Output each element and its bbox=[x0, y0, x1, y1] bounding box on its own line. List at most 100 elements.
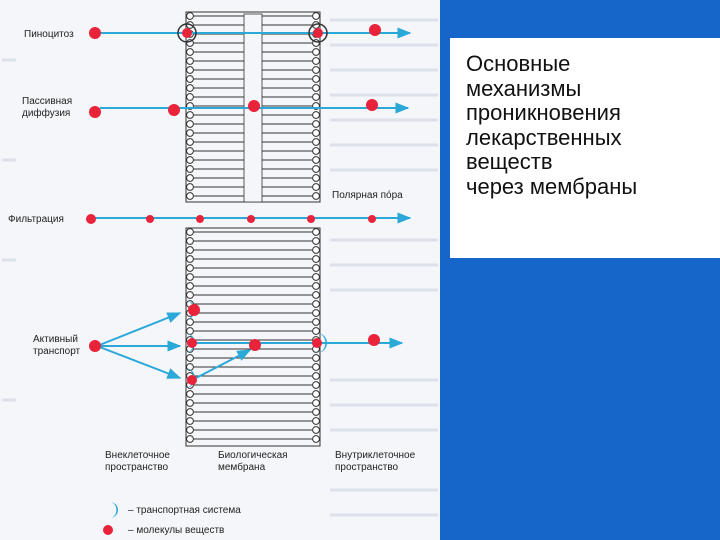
lipid-head bbox=[186, 417, 194, 425]
lipid-head bbox=[312, 363, 320, 371]
lipid-head bbox=[312, 192, 320, 200]
lipid-head bbox=[312, 138, 320, 146]
lipid-head bbox=[312, 291, 320, 299]
label-filtration: Фильтрация bbox=[8, 214, 64, 225]
lipid-head bbox=[312, 93, 320, 101]
membrane-diagram: Пиноцитоз Пассивная диффузия Фильтрация … bbox=[0, 0, 440, 540]
lipid-head bbox=[186, 192, 194, 200]
lipid-head bbox=[312, 390, 320, 398]
lipid-head bbox=[312, 300, 320, 308]
lipid-head bbox=[312, 129, 320, 137]
label-passive-diffusion-2: диффузия bbox=[22, 107, 70, 119]
legend-carrier-icon bbox=[110, 502, 118, 518]
label-extracellular-2: пространство bbox=[105, 462, 169, 473]
legend-molecule-icon bbox=[103, 525, 113, 535]
lipid-head bbox=[312, 417, 320, 425]
lipid-head bbox=[312, 264, 320, 272]
lipid-head bbox=[312, 354, 320, 362]
lipid-head bbox=[312, 408, 320, 416]
lipid-head bbox=[186, 147, 194, 155]
lipid-head bbox=[186, 48, 194, 56]
lipid-head bbox=[312, 399, 320, 407]
lipid-head bbox=[186, 237, 194, 245]
lipid-head bbox=[186, 435, 194, 443]
background-text-lines bbox=[2, 18, 438, 517]
label-intracellular-1: Внутриклеточное bbox=[335, 450, 416, 461]
lipid-head bbox=[186, 408, 194, 416]
lipid-head bbox=[186, 174, 194, 182]
label-active-transport-1: Активный bbox=[33, 334, 78, 345]
lipid-head bbox=[312, 381, 320, 389]
lipid-head bbox=[312, 318, 320, 326]
active-arrow-3 bbox=[96, 345, 182, 379]
membrane-outline-bottom bbox=[185, 227, 321, 447]
label-membrane-1: Биологическая bbox=[218, 450, 288, 461]
biological-membrane bbox=[185, 11, 321, 447]
lipid-head bbox=[186, 426, 194, 434]
lipid-head bbox=[186, 399, 194, 407]
lipid-heads bbox=[186, 12, 320, 443]
lipid-head bbox=[312, 48, 320, 56]
lipid-head bbox=[186, 165, 194, 173]
lipid-head bbox=[312, 12, 320, 20]
lipid-head bbox=[312, 111, 320, 119]
title-line-1: Основные bbox=[466, 51, 571, 76]
lipid-head bbox=[312, 156, 320, 164]
lipid-head bbox=[186, 390, 194, 398]
lipid-head bbox=[312, 183, 320, 191]
title-line-3: проникновения bbox=[466, 100, 621, 126]
lipid-head bbox=[186, 120, 194, 128]
pinocytosis-vesicles bbox=[177, 23, 328, 43]
lipid-head bbox=[312, 57, 320, 65]
lipid-head bbox=[186, 246, 194, 254]
drug-molecules bbox=[86, 24, 381, 385]
lipid-head bbox=[312, 372, 320, 380]
lipid-head bbox=[186, 138, 194, 146]
lipid-head bbox=[186, 354, 194, 362]
lipid-head bbox=[312, 255, 320, 263]
title-line-4: лекарственных bbox=[466, 124, 622, 150]
lipid-head bbox=[186, 57, 194, 65]
legend-transport-system: – транспортная система bbox=[128, 505, 241, 516]
lipid-head bbox=[312, 426, 320, 434]
lipid-head bbox=[186, 12, 194, 20]
legend: – транспортная система – молекулы вещест… bbox=[103, 502, 241, 536]
lipid-head bbox=[186, 129, 194, 137]
lipid-head bbox=[186, 93, 194, 101]
lipid-head bbox=[312, 282, 320, 290]
lipid-head bbox=[312, 435, 320, 443]
lipid-head bbox=[186, 282, 194, 290]
lipid-head bbox=[186, 183, 194, 191]
label-polar-pore: Полярная по́ра bbox=[332, 190, 403, 201]
lipid-head bbox=[186, 264, 194, 272]
active-diagonal-arrow bbox=[195, 349, 252, 379]
slide-title: Основные механизмы проникновения лекарст… bbox=[466, 51, 716, 200]
lipid-head bbox=[312, 327, 320, 335]
lipid-head bbox=[186, 273, 194, 281]
label-extracellular-1: Внеклеточное bbox=[105, 450, 170, 461]
label-intracellular-2: пространство bbox=[335, 462, 399, 473]
title-line-2: механизмы bbox=[466, 75, 582, 101]
lipid-head bbox=[312, 309, 320, 317]
lipid-head bbox=[312, 84, 320, 92]
transport-arrows bbox=[95, 27, 412, 379]
lipid-head bbox=[312, 66, 320, 74]
lipid-head bbox=[312, 246, 320, 254]
lipid-head bbox=[186, 75, 194, 83]
label-passive-diffusion-1: Пассивная bbox=[22, 96, 72, 107]
label-pinocytosis: Пиноцитоз bbox=[24, 29, 74, 40]
active-arrow-1 bbox=[96, 312, 182, 347]
label-membrane-2: мембрана bbox=[218, 461, 266, 473]
lipid-head bbox=[186, 156, 194, 164]
legend-drug-molecules: – молекулы веществ bbox=[128, 525, 224, 536]
lipid-tails-bottom bbox=[192, 231, 314, 440]
label-active-transport-2: транспорт bbox=[33, 346, 81, 357]
lipid-head bbox=[312, 228, 320, 236]
lipid-head bbox=[186, 66, 194, 74]
lipid-head bbox=[312, 237, 320, 245]
title-line-6: через мембраны bbox=[466, 173, 638, 199]
title-card bbox=[450, 38, 720, 258]
lipid-head bbox=[186, 291, 194, 299]
lipid-head bbox=[186, 84, 194, 92]
title-line-5: веществ bbox=[466, 149, 553, 175]
